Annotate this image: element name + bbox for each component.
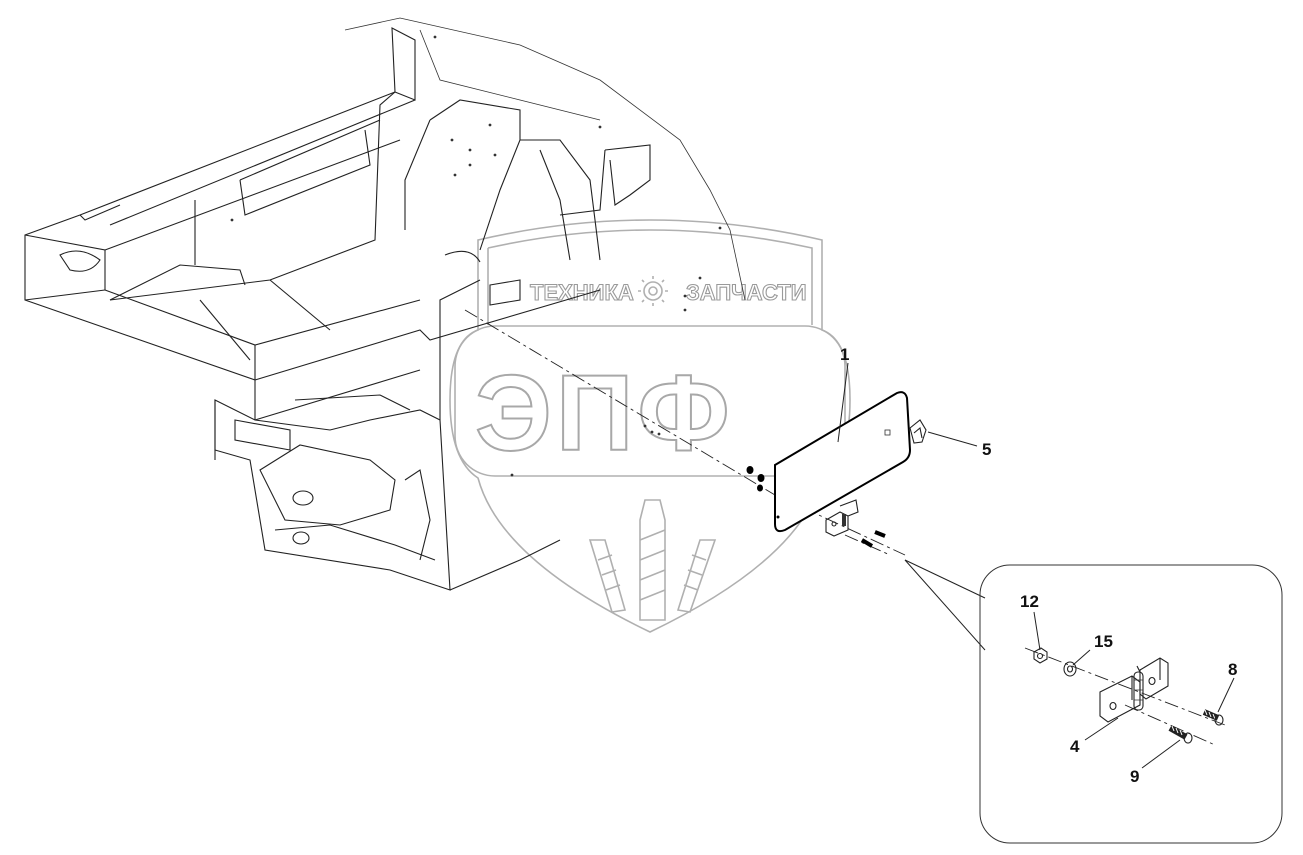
washer-15 bbox=[1063, 661, 1077, 677]
assembly-axis-line bbox=[464, 309, 776, 496]
leader-5 bbox=[927, 431, 978, 447]
small-bolts bbox=[860, 530, 886, 548]
callout-8: 8 bbox=[1228, 660, 1237, 679]
leader-12 bbox=[1033, 611, 1041, 651]
detail-axis-lower bbox=[1124, 704, 1216, 746]
callout-1: 1 bbox=[840, 345, 849, 364]
bolt-holes bbox=[230, 35, 722, 477]
watermark-right-text: ЗАПЧАСТИ bbox=[686, 280, 807, 305]
wheat-emblem bbox=[588, 499, 717, 621]
plate-nuts bbox=[746, 466, 765, 492]
detail-leader-top bbox=[904, 559, 986, 599]
vehicle-frame bbox=[24, 17, 746, 591]
callout-9: 9 bbox=[1130, 767, 1139, 786]
bolt-9 bbox=[1168, 725, 1193, 744]
leader-8 bbox=[1217, 677, 1235, 713]
leader-15 bbox=[1072, 649, 1091, 666]
detail-inset: 12 15 8 4 9 bbox=[904, 559, 1283, 844]
hinge-4 bbox=[1099, 657, 1169, 723]
hinge-small bbox=[825, 499, 859, 537]
gear-icon bbox=[638, 276, 668, 306]
cover-plate bbox=[774, 391, 912, 533]
callout-5: 5 bbox=[982, 440, 991, 459]
leader-1 bbox=[837, 362, 849, 443]
leader-4 bbox=[1084, 717, 1119, 741]
latch bbox=[909, 419, 927, 444]
bolt-8 bbox=[1202, 709, 1224, 726]
nut-12 bbox=[1033, 647, 1048, 664]
watermark-left-text: ТЕХНИКА bbox=[530, 280, 634, 305]
callout-4: 4 bbox=[1070, 737, 1080, 756]
callout-12: 12 bbox=[1020, 592, 1039, 611]
callout-15: 15 bbox=[1094, 632, 1113, 651]
detail-axis-upper bbox=[1024, 647, 1226, 726]
watermark-big-text: ЭПФ bbox=[475, 352, 734, 473]
detail-leader-bottom bbox=[904, 559, 986, 651]
leader-9 bbox=[1141, 739, 1181, 769]
bolt-axis-line bbox=[844, 534, 891, 556]
watermark-logo: ТЕХНИКА ЗАПЧАСТИ ЭПФ bbox=[449, 219, 851, 633]
